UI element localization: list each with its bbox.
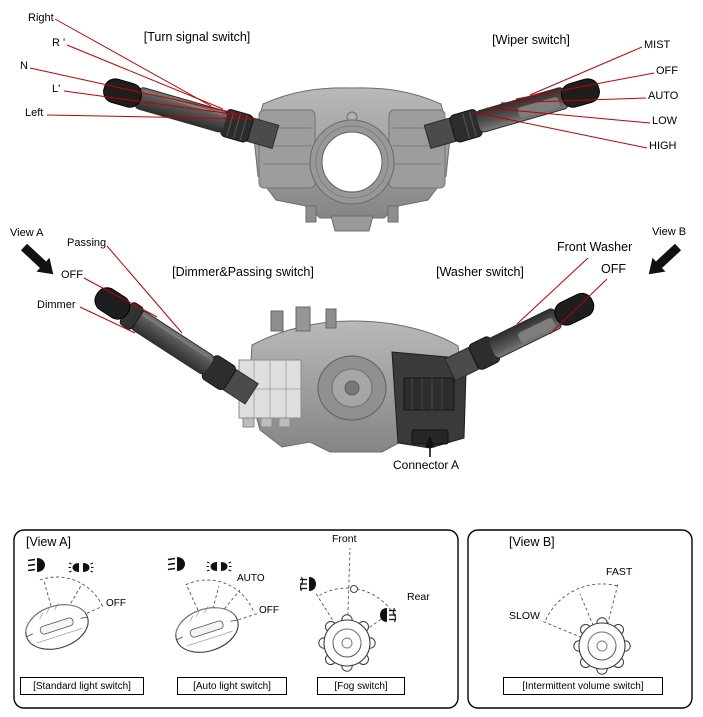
intermittent-fast-label: FAST (606, 566, 633, 578)
callout-passing: Passing (67, 237, 107, 249)
wiper-switch-title: [Wiper switch] (492, 33, 570, 47)
wiper-stalk (423, 78, 600, 150)
callout-turn-left: Left (25, 107, 44, 119)
dimmer-callout-lines (79, 245, 183, 334)
standard-light-dial (19, 557, 104, 658)
callout-turn-n: N (20, 60, 28, 72)
fog-dial (299, 547, 397, 672)
switch-housing (253, 87, 451, 232)
intermittent-volume-switch-caption: [Intermittent volume switch] (503, 677, 663, 695)
view-b-arrow-icon (642, 240, 685, 282)
callout-washer-off: OFF (601, 262, 626, 276)
connector-a-label: Connector A (393, 458, 460, 472)
callout-wiper-low: LOW (652, 115, 678, 127)
auto-light-dial (167, 556, 260, 661)
connector-block (391, 351, 467, 449)
callout-dimmer-off: OFF (61, 269, 83, 281)
intermittent-dial (541, 583, 631, 675)
intermittent-slow-label: SLOW (509, 610, 540, 622)
combination-switch-top-view (103, 78, 600, 232)
auto-position-label: AUTO (237, 573, 265, 584)
dimmer-passing-switch-title: [Dimmer&Passing switch] (172, 265, 314, 279)
view-b-panel-title: [View B] (509, 535, 555, 549)
standard-light-switch-caption: [Standard light switch] (20, 677, 144, 695)
wiper-callout-lines (471, 46, 655, 149)
view-a-arrow-icon (17, 240, 60, 282)
dimmer-passing-stalk (94, 287, 259, 405)
washer-switch-title: [Washer switch] (436, 265, 524, 279)
view-a-panel-title: [View A] (26, 535, 71, 549)
callout-wiper-off: OFF (656, 65, 678, 77)
callout-wiper-mist: MIST (644, 39, 671, 51)
washer-stalk (444, 292, 595, 382)
fog-switch-caption: [Fog switch] (317, 677, 405, 695)
connector-arrow-icon (425, 436, 435, 457)
turn-signal-stalk (103, 78, 280, 150)
turn-callout-lines (29, 18, 259, 120)
view-b-panel-box (467, 529, 693, 709)
callout-turn-l: L' (52, 83, 61, 95)
fog-off-position-marker (350, 585, 358, 593)
standard-off-label: OFF (106, 598, 126, 609)
callout-dimmer: Dimmer (37, 299, 76, 311)
callout-turn-right: Right (28, 12, 54, 24)
turn-signal-switch-title: [Turn signal switch] (143, 30, 251, 44)
view-a-label: View A (10, 227, 44, 239)
callout-front-washer: Front Washer (557, 240, 633, 254)
callout-wiper-auto: AUTO (648, 90, 679, 102)
callout-wiper-high: HIGH (649, 140, 677, 152)
auto-light-switch-caption: [Auto light switch] (177, 677, 287, 695)
view-b-label: View B (652, 226, 687, 238)
washer-callout-lines (516, 257, 608, 335)
callout-turn-r: R ' (52, 37, 66, 49)
auto-off-label: OFF (259, 605, 279, 616)
combination-switch-front-view (94, 287, 595, 453)
fog-front-label: Front (332, 533, 357, 545)
fog-rear-label: Rear (407, 591, 430, 603)
